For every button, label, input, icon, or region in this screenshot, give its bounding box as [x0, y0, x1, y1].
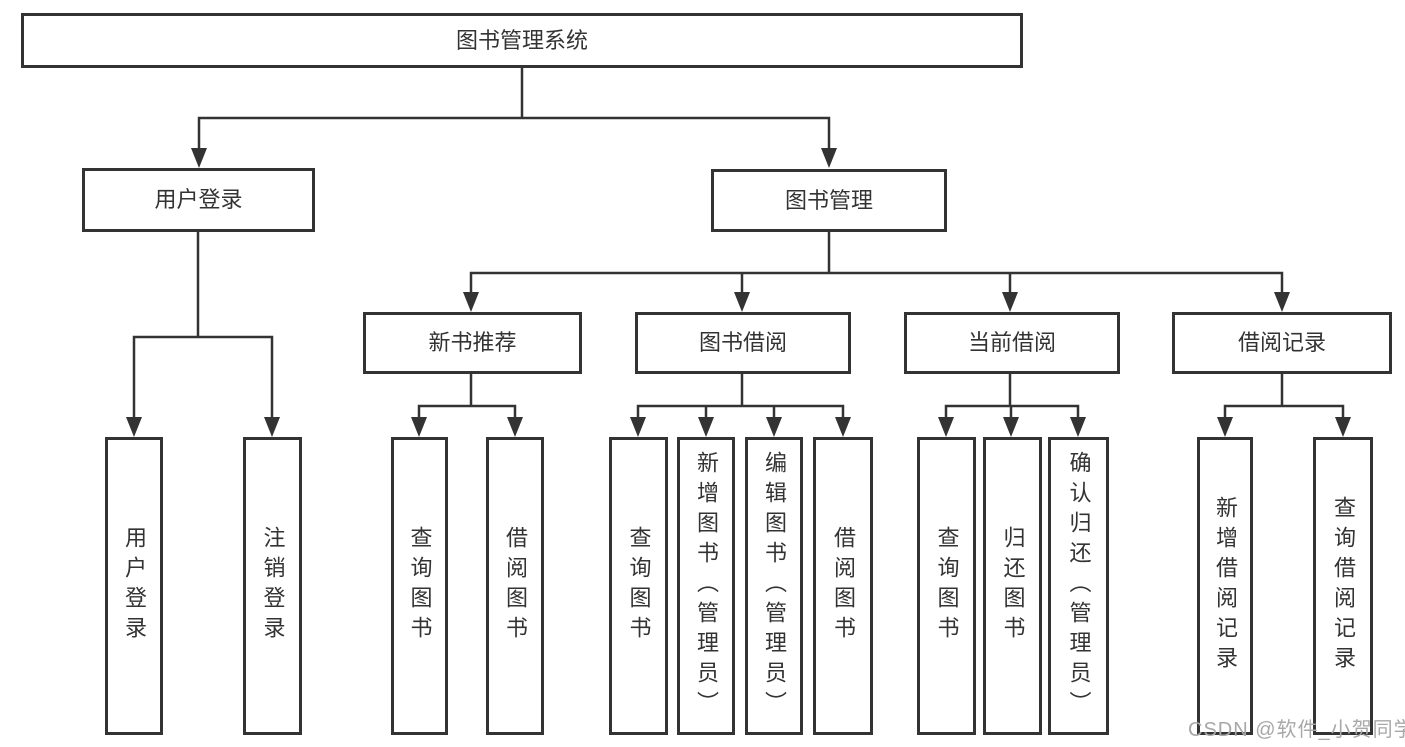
node-library-management-system: 图书管理系统: [21, 13, 1023, 68]
leaf-query-books-borrowing: 查询图书: [609, 437, 668, 735]
node-current-borrowing: 当前借阅: [904, 312, 1120, 374]
leaf-add-borrowing-record: 新增借阅记录: [1197, 437, 1253, 735]
leaf-borrow-books-recommendation: 借阅图书: [486, 437, 544, 735]
watermark-csdn: CSDN @软件_小贺同学: [1188, 719, 1405, 741]
leaf-borrow-books-borrowing: 借阅图书: [813, 437, 873, 735]
leaf-logout-login: 注销登录: [243, 437, 302, 735]
leaf-edit-books-admin: 编辑图书（管理员）: [745, 437, 803, 735]
leaf-query-books-current: 查询图书: [917, 437, 976, 735]
leaf-query-books-recommendation: 查询图书: [391, 437, 448, 735]
node-new-book-recommendation: 新书推荐: [363, 312, 582, 374]
leaf-query-borrowing-record: 查询借阅记录: [1313, 437, 1373, 735]
node-book-borrowing: 图书借阅: [635, 312, 851, 374]
leaf-return-books: 归还图书: [983, 437, 1042, 735]
leaf-add-books-admin: 新增图书（管理员）: [677, 437, 735, 735]
node-book-management: 图书管理: [711, 169, 947, 232]
leaf-confirm-return-admin: 确认归还（管理员）: [1048, 437, 1109, 735]
node-borrowing-records: 借阅记录: [1172, 312, 1392, 374]
node-user-login: 用户登录: [82, 168, 315, 232]
leaf-user-login: 用户登录: [105, 437, 163, 735]
